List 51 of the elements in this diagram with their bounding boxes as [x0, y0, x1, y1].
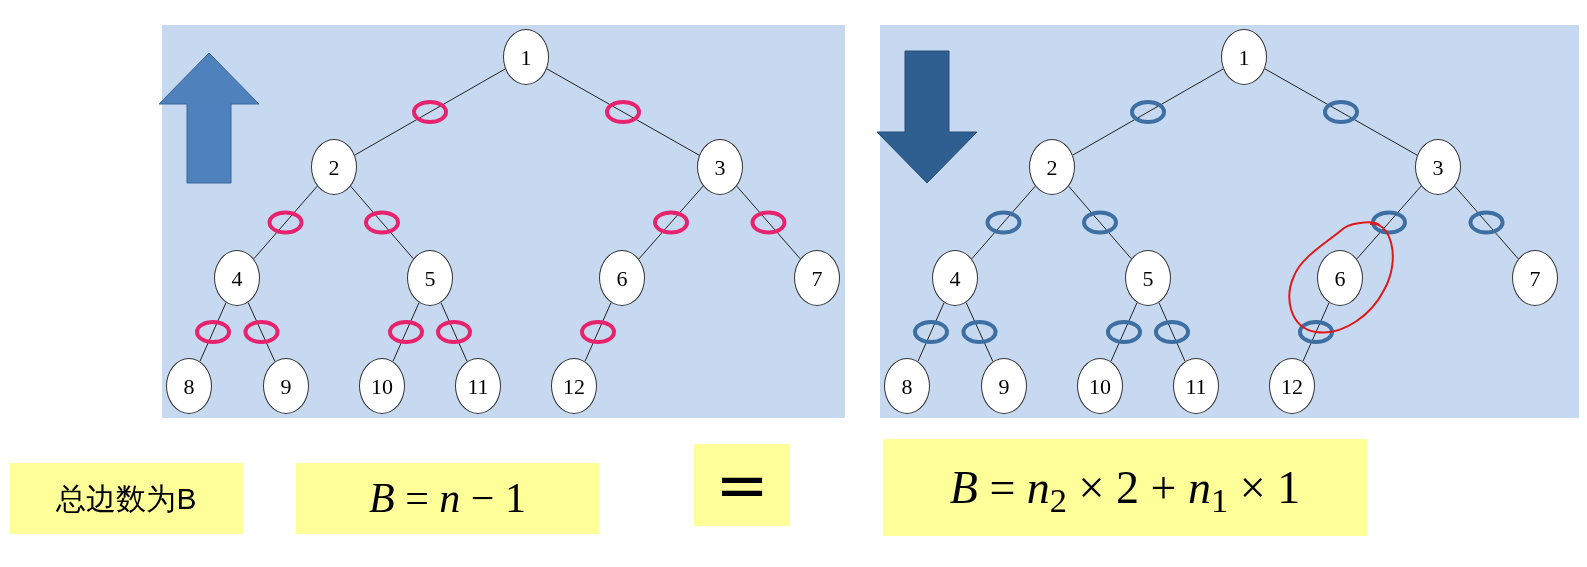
tree-edge	[971, 185, 1036, 260]
tree-node: 11	[1173, 358, 1219, 414]
tree-edge	[638, 185, 704, 260]
tree-edge	[1068, 185, 1132, 260]
formula-box: B = n$_{2}$ × 2 + n$_{1}$ × 1	[883, 439, 1367, 536]
tree-edge	[1072, 68, 1224, 156]
tree-node: 12	[1269, 358, 1315, 414]
tree-edge	[1264, 68, 1418, 156]
tree-panel	[162, 25, 845, 418]
label-box: 总边数为B	[10, 463, 243, 534]
tree-node: 3	[697, 139, 743, 195]
tree-node: 3	[1415, 139, 1461, 195]
tree-node: 9	[263, 358, 309, 414]
tree-node: 11	[455, 358, 501, 414]
tree-edge	[1302, 302, 1330, 362]
tree-edge	[584, 302, 612, 362]
tree-edge	[350, 185, 414, 260]
tree-node: 6	[1317, 250, 1363, 306]
tree-node: 12	[551, 358, 597, 414]
tree-node: 5	[407, 250, 453, 306]
tree-node: 8	[884, 358, 930, 414]
tree-node: 2	[1029, 139, 1075, 195]
tree-edge	[736, 185, 801, 260]
tree-node: 7	[1512, 250, 1558, 306]
tree-edge	[253, 185, 318, 260]
tree-node: 1	[503, 29, 549, 85]
tree-edge	[440, 302, 468, 362]
equals-box: =	[694, 444, 790, 526]
tree-edge	[546, 68, 700, 156]
tree-edge	[354, 68, 506, 156]
tree-edge	[917, 302, 945, 362]
tree-edge	[1158, 302, 1186, 362]
tree-node: 5	[1125, 250, 1171, 306]
tree-edge	[1356, 185, 1422, 260]
tree-edge	[199, 302, 227, 362]
tree-node: 8	[166, 358, 212, 414]
tree-node: 10	[1077, 358, 1123, 414]
tree-node: 7	[794, 250, 840, 306]
tree-node: 1	[1221, 29, 1267, 85]
tree-edge	[965, 302, 994, 362]
tree-edge	[1110, 302, 1138, 362]
tree-node: 4	[214, 250, 260, 306]
tree-edge	[392, 302, 420, 362]
tree-node: 6	[599, 250, 645, 306]
tree-node: 9	[981, 358, 1027, 414]
tree-node: 2	[311, 139, 357, 195]
tree-node: 10	[359, 358, 405, 414]
formula-box: B = n − 1	[296, 463, 599, 534]
tree-node: 4	[932, 250, 978, 306]
tree-panel	[880, 25, 1579, 418]
tree-edge	[1454, 185, 1519, 260]
